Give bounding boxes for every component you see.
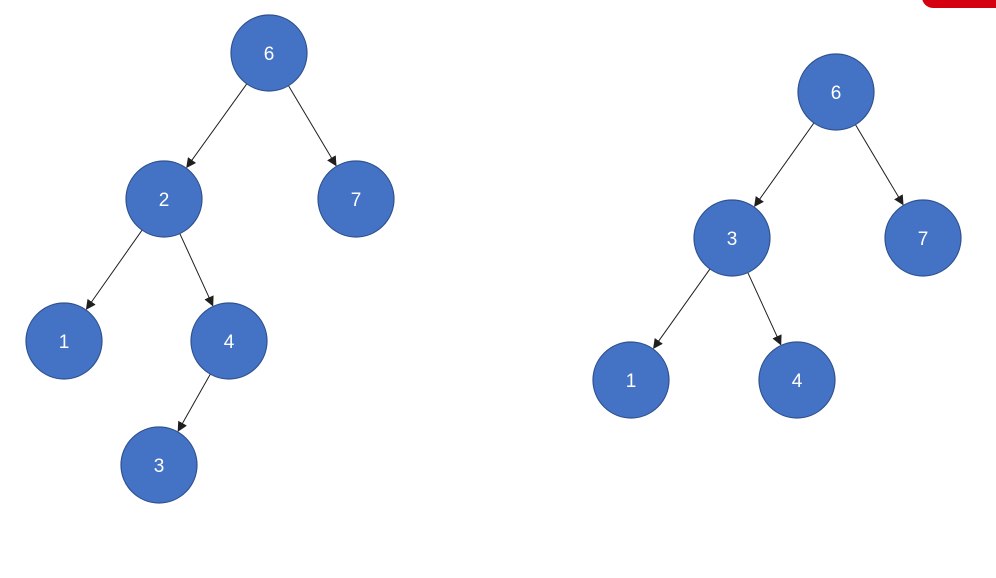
node-label: 4 (792, 371, 803, 392)
node-circle (230, 14, 308, 92)
tree-node-r1: 1 (592, 341, 670, 419)
edge-l6-l2 (186, 83, 248, 169)
edge-l2-l1 (85, 229, 143, 310)
node-label: 3 (727, 229, 738, 250)
tree-node-l2: 2 (125, 160, 203, 238)
node-circle (125, 160, 203, 238)
corner-badge (922, 0, 996, 8)
left-tree-edges (85, 83, 337, 432)
edge-r3-r1 (653, 268, 711, 350)
tree-node-l4: 4 (190, 302, 268, 380)
node-circle (190, 302, 268, 380)
node-label: 7 (351, 190, 362, 211)
node-circle (25, 302, 103, 380)
tree-node-r6: 6 (797, 53, 875, 131)
edge-l4-l3 (177, 373, 211, 432)
tree-node-r3: 3 (693, 199, 771, 277)
edges-layer (85, 83, 904, 432)
tree-node-r7: 7 (884, 199, 962, 277)
node-label: 7 (918, 229, 929, 250)
right-tree: 6 3 7 1 4 (592, 53, 962, 419)
edge-r3-r4 (747, 272, 782, 346)
node-circle (693, 199, 771, 277)
node-label: 2 (159, 190, 170, 211)
node-label: 1 (59, 332, 70, 353)
node-label: 1 (626, 371, 637, 392)
tree-node-l3: 3 (120, 426, 198, 504)
tree-node-r4: 4 (758, 341, 836, 419)
tree-node-l7: 7 (317, 160, 395, 238)
nodes-layer: 6 2 7 1 4 3 6 3 7 1 4 (25, 14, 962, 504)
tree-node-l1: 1 (25, 302, 103, 380)
node-circle (758, 341, 836, 419)
right-tree-edges (653, 122, 904, 350)
node-label: 4 (224, 332, 235, 353)
edge-r6-r3 (754, 122, 815, 208)
node-label: 6 (831, 83, 842, 104)
node-circle (317, 160, 395, 238)
node-circle (592, 341, 670, 419)
node-circle (884, 199, 962, 277)
node-label: 3 (154, 456, 165, 477)
tree-node-l6: 6 (230, 14, 308, 92)
node-label: 6 (264, 44, 275, 65)
node-circle (120, 426, 198, 504)
node-circle (797, 53, 875, 131)
edge-l6-l7 (288, 85, 337, 167)
edge-l2-l4 (179, 233, 214, 307)
edge-r6-r7 (855, 124, 904, 206)
left-tree: 6 2 7 1 4 3 (25, 14, 395, 504)
